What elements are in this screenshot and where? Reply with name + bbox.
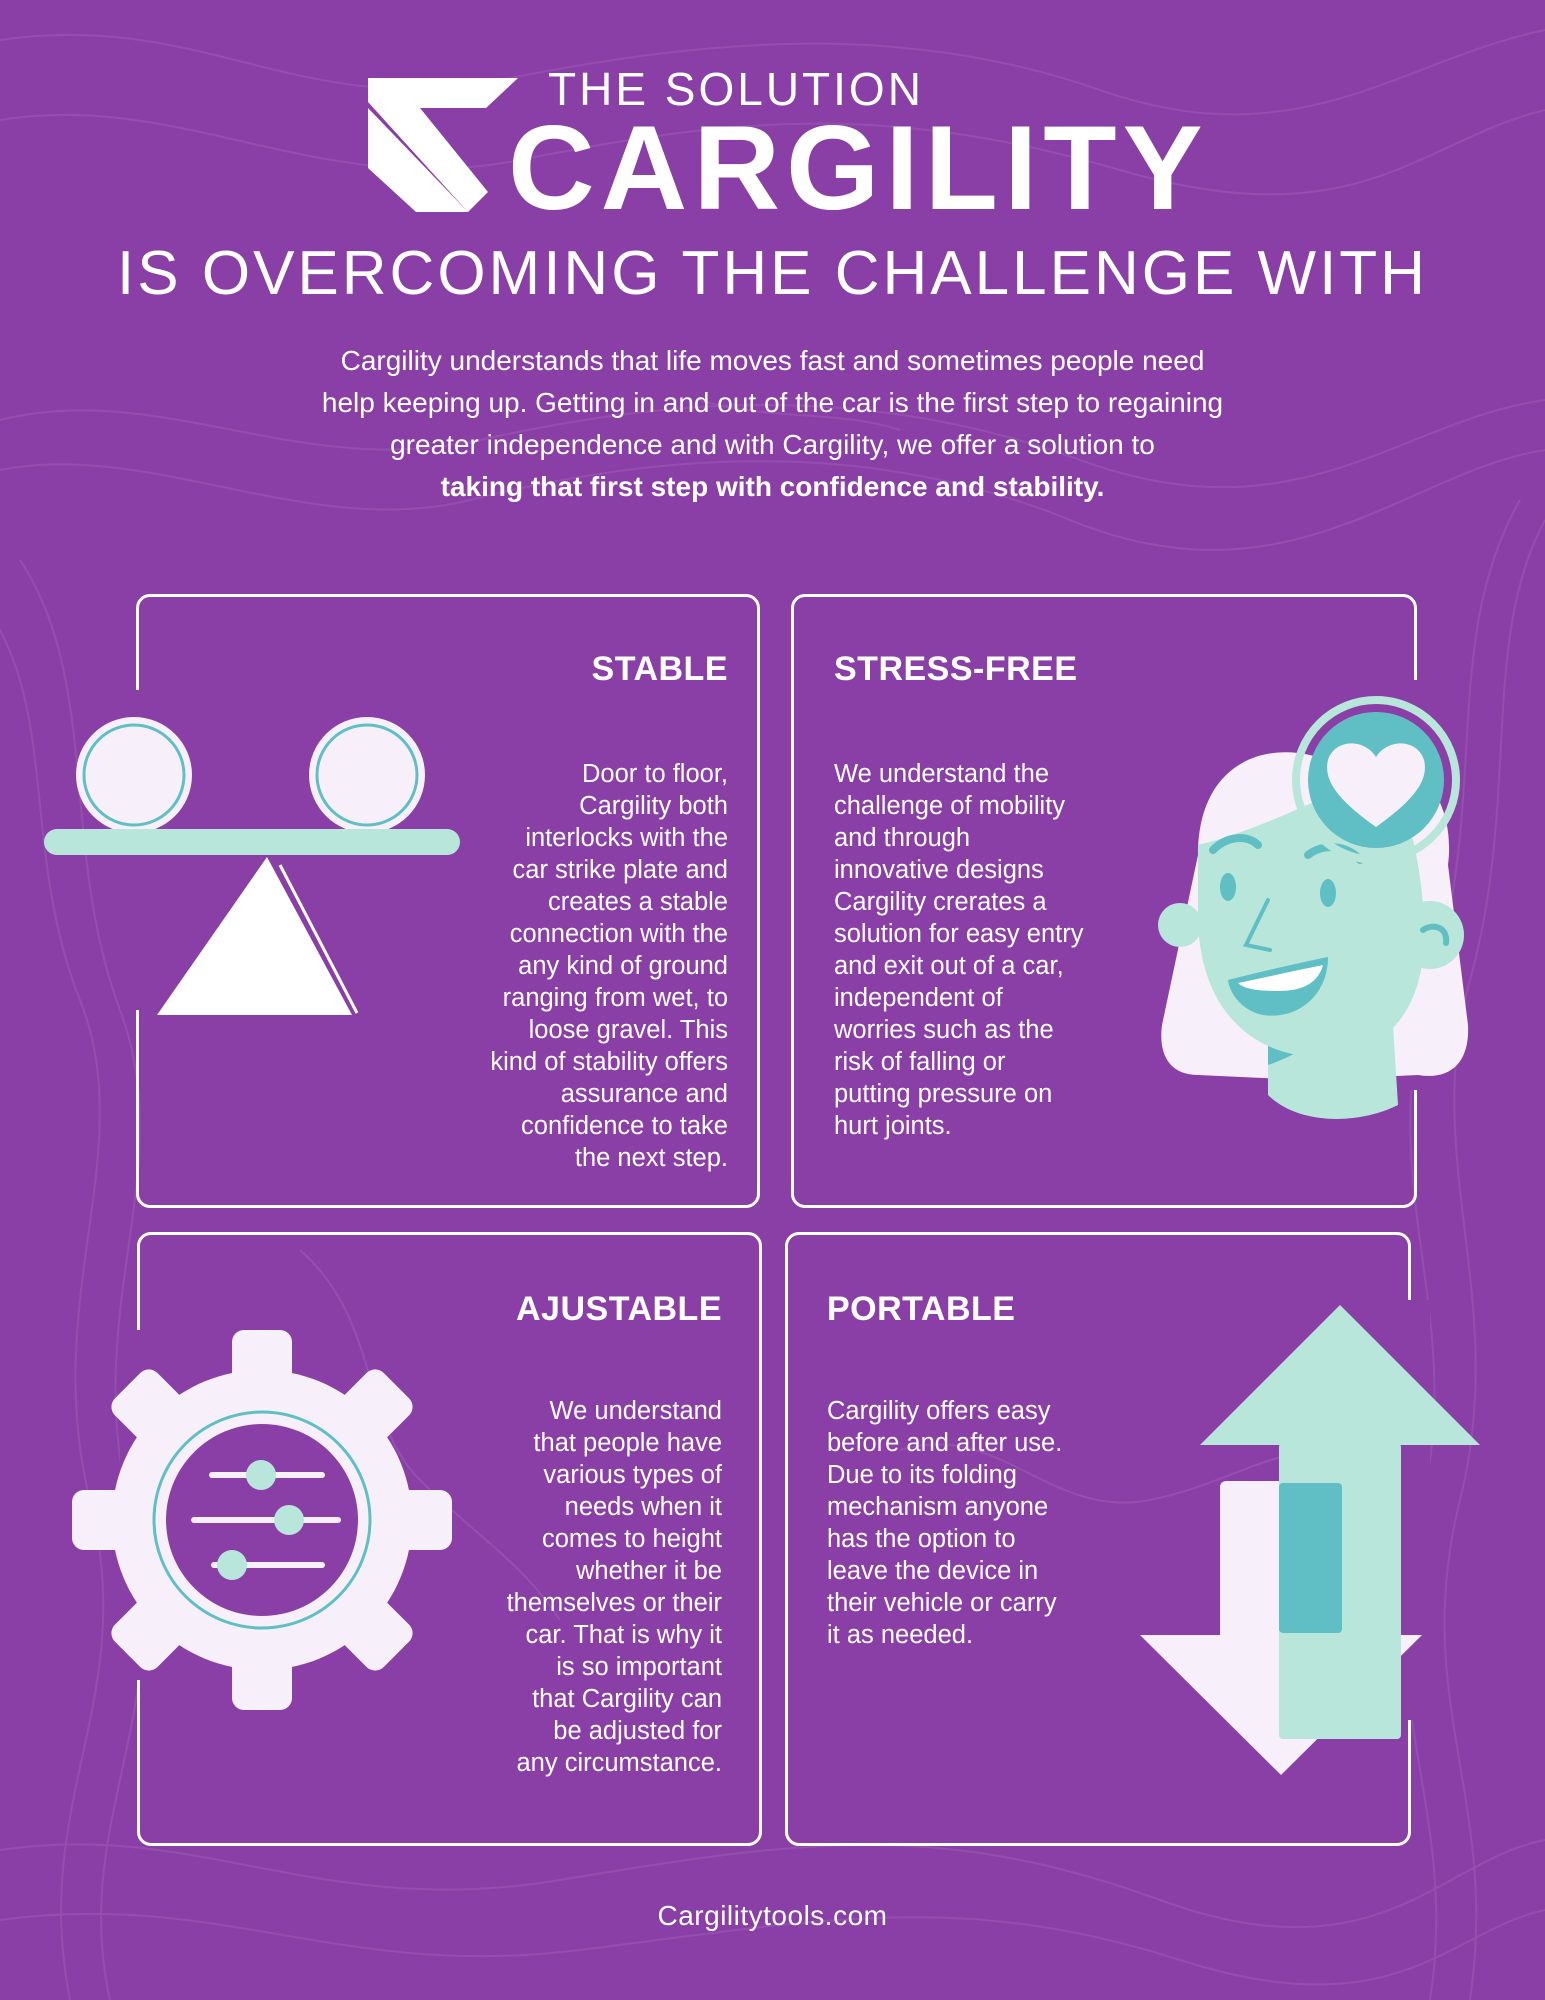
body-line: whether it be [575, 1557, 722, 1585]
body-line: the next step. [574, 1144, 728, 1172]
card-title-stable: STABLE [591, 650, 728, 688]
body-line: ranging from wet, to [502, 984, 728, 1012]
body-line: be adjusted for [553, 1717, 722, 1745]
body-line: putting pressure on [834, 1080, 1053, 1108]
body-line: Cargility both [579, 792, 728, 820]
body-line: car. That is why it [525, 1621, 722, 1649]
body-line: mechanism anyone [827, 1493, 1049, 1521]
card-body-stable: Door to floor, Cargility both interlocks… [420, 758, 728, 1174]
page-subtitle: IS OVERCOMING THE CHALLENGE WITH [117, 239, 1428, 308]
card-body-portable: Cargility offers easy before and after u… [827, 1395, 1127, 1651]
body-line: confidence to take [521, 1112, 728, 1140]
card-title-portable: PORTABLE [827, 1290, 1016, 1328]
card-body-stress-free: We understand the challenge of mobility … [834, 758, 1134, 1142]
balance-scale-icon [44, 717, 460, 1015]
body-line: Cargility crerates a [834, 888, 1047, 916]
body-line: car strike plate and [512, 856, 728, 884]
body-line: challenge of mobility [834, 792, 1066, 820]
body-line: We understand the [834, 760, 1050, 788]
body-line: We understand [549, 1397, 722, 1425]
body-line: creates a stable [547, 888, 728, 916]
body-line: has the option to [827, 1525, 1016, 1553]
intro-strong-line: taking that first step with confidence a… [440, 471, 1105, 502]
body-line: loose gravel. This [528, 1016, 728, 1044]
body-line: any circumstance. [516, 1749, 723, 1777]
body-line: themselves or their [506, 1589, 722, 1617]
body-line: innovative designs [834, 856, 1044, 884]
cargility-logo-icon [368, 78, 518, 212]
body-line: before and after use. [827, 1429, 1063, 1457]
body-line: risk of falling or [834, 1048, 1006, 1076]
intro-paragraph: Cargility understands that life moves fa… [240, 340, 1305, 508]
body-line: Due to its folding [827, 1461, 1017, 1489]
body-line: Cargility offers easy [827, 1397, 1051, 1425]
body-line: solution for easy entry [834, 920, 1084, 948]
intro-line: help keeping up. Getting in and out of t… [321, 387, 1224, 418]
body-line: independent of [834, 984, 1003, 1012]
body-line: and exit out of a car, [834, 952, 1064, 980]
body-line: is so important [556, 1653, 722, 1681]
up-down-arrows-icon [1140, 1305, 1480, 1775]
body-line: Door to floor, [582, 760, 728, 788]
body-line: kind of stability offers [490, 1048, 728, 1076]
brand-title: CARGILITY [508, 101, 1209, 235]
intro-line: Cargility understands that life moves fa… [340, 345, 1205, 376]
body-line: that people have [533, 1429, 722, 1457]
body-line: any kind of ground [518, 952, 728, 980]
happy-face-heart-icon [1158, 696, 1469, 1119]
body-line: comes to height [541, 1525, 722, 1553]
body-line: interlocks with the [525, 824, 728, 852]
body-line: needs when it [564, 1493, 722, 1521]
card-title-stress-free: STRESS-FREE [834, 650, 1078, 688]
pre-title: THE SOLUTION [548, 63, 924, 115]
body-line: assurance and [560, 1080, 728, 1108]
body-line: leave the device in [827, 1557, 1039, 1585]
gear-sliders-icon [72, 1330, 452, 1710]
body-line: and through [834, 824, 971, 852]
footer-website[interactable]: Cargilitytools.com [657, 1900, 888, 1931]
body-line: their vehicle or carry [827, 1589, 1057, 1617]
body-line: connection with the [509, 920, 728, 948]
body-line: worries such as the [834, 1016, 1054, 1044]
body-line: it as needed. [827, 1621, 974, 1649]
body-line: various types of [543, 1461, 722, 1489]
body-line: that Cargility can [532, 1685, 722, 1713]
card-body-adjustable: We understand that people have various t… [430, 1395, 722, 1779]
body-line: hurt joints. [834, 1112, 952, 1140]
intro-line: greater independence and with Cargility,… [390, 429, 1155, 460]
card-title-adjustable: AJUSTABLE [516, 1290, 722, 1328]
